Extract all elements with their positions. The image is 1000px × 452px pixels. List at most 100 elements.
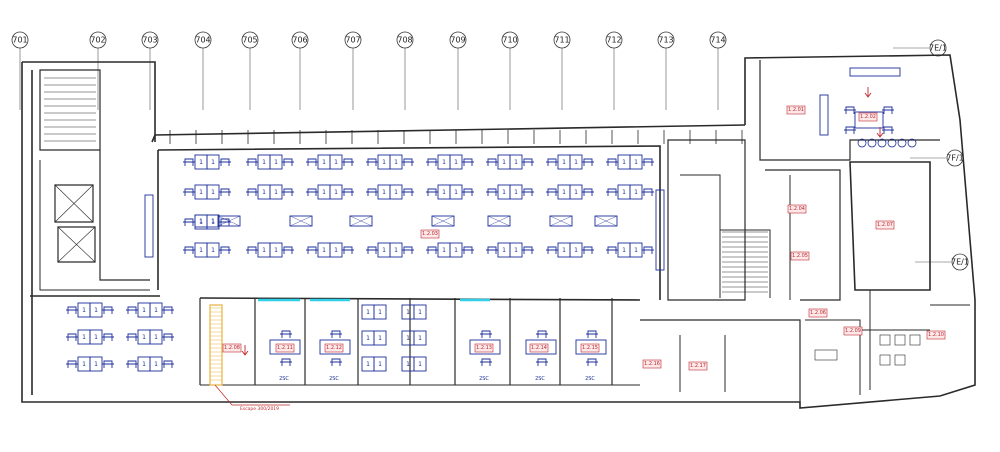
grid-axis-bubble <box>929 39 947 57</box>
chair-icon <box>582 158 594 166</box>
grid-axis-label: 705 <box>242 36 257 45</box>
desk-number: 1 <box>442 247 446 254</box>
filing-cabinet <box>594 215 618 227</box>
desk <box>413 356 427 372</box>
chair-icon <box>642 246 654 254</box>
desk-number: 1 <box>334 247 338 254</box>
desk-number: 1 <box>574 189 578 196</box>
room-tag-label: 1.2.08 <box>224 345 240 351</box>
room-tag <box>808 308 828 318</box>
room-tag <box>324 343 344 353</box>
room-tag <box>875 220 895 230</box>
grid-axis-bubble <box>605 31 623 49</box>
chair-icon <box>183 158 195 166</box>
chair-icon <box>162 360 174 368</box>
lift-cross <box>54 184 94 223</box>
wall <box>720 229 771 298</box>
office-desk <box>469 339 501 355</box>
desk-number: 1 <box>454 159 458 166</box>
filing-cabinet <box>549 215 573 227</box>
chair-icon <box>402 188 414 196</box>
chair-icon <box>606 158 618 166</box>
grid-axis-bubble <box>657 31 675 49</box>
storage-unit <box>655 189 665 271</box>
room-tag <box>843 326 863 336</box>
grid-axis-bubble <box>396 31 414 49</box>
desk-number: 1 <box>211 219 215 226</box>
desk-number: 1 <box>442 159 446 166</box>
desk-number: 1 <box>442 189 446 196</box>
grid-axis-bubble <box>449 31 467 49</box>
direction-arrow <box>876 127 884 138</box>
chair-icon <box>330 330 342 338</box>
chair-icon <box>219 246 231 254</box>
chair-icon <box>102 306 114 314</box>
room-tag-label: 1.2.05 <box>792 253 808 259</box>
desk-number: 1 <box>366 335 370 342</box>
chair-icon <box>366 188 378 196</box>
grid-axis-bubble <box>291 31 309 49</box>
desk-number: 1 <box>574 247 578 254</box>
desk-number: 1 <box>154 307 158 314</box>
desk-number: 1 <box>406 309 410 316</box>
desk-number: 1 <box>634 189 638 196</box>
desk-number: 1 <box>274 189 278 196</box>
chair-icon <box>66 306 78 314</box>
wall <box>860 290 930 390</box>
desk <box>373 304 387 320</box>
desk-number: 1 <box>562 247 566 254</box>
chair-icon <box>486 158 498 166</box>
wall <box>21 54 976 409</box>
wall <box>680 174 721 298</box>
grid-axis-label: 7E/1 <box>951 258 969 267</box>
desk <box>413 330 427 346</box>
wall <box>805 319 861 395</box>
chair-icon <box>126 306 138 314</box>
chair-icon <box>536 358 548 366</box>
chair-icon <box>126 333 138 341</box>
desk-number: 1 <box>94 334 98 341</box>
grid-axis-label: 714 <box>710 36 725 45</box>
chair-icon <box>536 330 548 338</box>
desk-number: 1 <box>378 309 382 316</box>
wall <box>679 335 726 392</box>
desk-number: 1 <box>502 189 506 196</box>
desk-number: 1 <box>514 159 518 166</box>
office-desk <box>269 339 301 355</box>
desk-number: 1 <box>634 159 638 166</box>
filing-cabinet <box>289 215 313 227</box>
cabinet-label: 2SC <box>535 376 545 382</box>
grid-axis-bubble <box>553 31 571 49</box>
room-tag-label: 1.2.15 <box>582 345 598 351</box>
room-tag <box>786 105 806 115</box>
desk-number: 1 <box>199 159 203 166</box>
room-tag-label: 1.2.12 <box>326 345 342 351</box>
desk-number: 1 <box>199 219 203 226</box>
stool <box>897 138 907 148</box>
chair-icon <box>582 246 594 254</box>
room-tag <box>642 359 662 369</box>
desk-number: 1 <box>142 307 146 314</box>
filing-cabinet-mark <box>487 215 511 227</box>
desk-number: 1 <box>322 247 326 254</box>
desk-number: 1 <box>514 189 518 196</box>
cabinet-label: 2SC <box>585 376 595 382</box>
desk-number: 1 <box>154 361 158 368</box>
walls <box>21 54 976 409</box>
desk-number: 1 <box>211 218 215 225</box>
wall <box>151 124 746 143</box>
chair-icon <box>882 106 894 114</box>
chair-icon <box>219 188 231 196</box>
stool <box>907 138 917 148</box>
grid-axis-label: 711 <box>554 36 569 45</box>
room-tag-label: 1.2.01 <box>788 107 804 113</box>
filing-cabinet <box>217 215 241 227</box>
chair-icon <box>280 330 292 338</box>
chair-icon <box>844 106 856 114</box>
cabinet-label: 2SC <box>329 376 339 382</box>
chair-icon <box>366 158 378 166</box>
stair-strip <box>209 304 223 386</box>
chair-icon <box>162 306 174 314</box>
grid-axis-label: 704 <box>195 36 210 45</box>
